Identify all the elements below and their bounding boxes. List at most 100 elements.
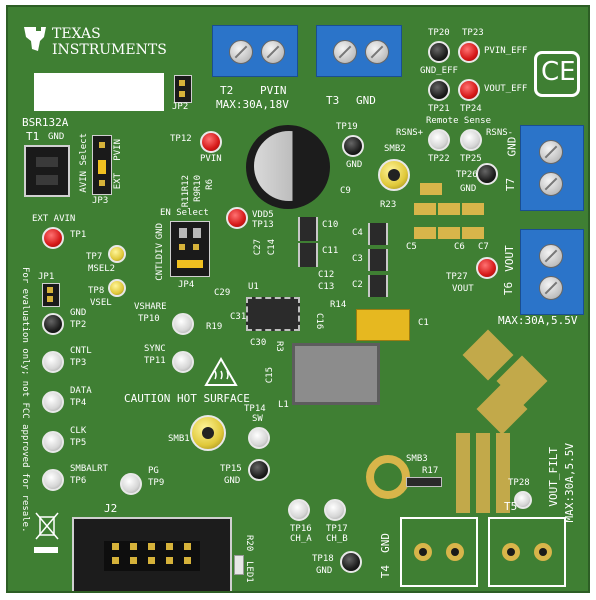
jp3-ext-label: EXT: [113, 173, 123, 190]
tp12-testpoint[interactable]: [200, 131, 222, 153]
tp27-testpoint[interactable]: [476, 257, 498, 279]
tp20-label: TP20: [428, 28, 450, 38]
jp3-pvin-label: PVIN: [113, 139, 123, 161]
tp5-testpoint[interactable]: [42, 431, 64, 453]
t7-gnd-terminal[interactable]: [520, 125, 584, 211]
tp26-testpoint[interactable]: [476, 163, 498, 185]
r19-label: R19: [206, 322, 223, 332]
t1-connector[interactable]: [24, 145, 70, 197]
tp24-testpoint[interactable]: [458, 79, 480, 101]
tp21-label: TP21: [428, 104, 450, 114]
t5-label: T5: [504, 500, 518, 513]
vout-filt-label: VOUT_FILT: [547, 447, 560, 507]
tp14-label: TP14: [244, 404, 266, 414]
tp14-testpoint[interactable]: [248, 427, 270, 449]
tp25-label: TP25: [460, 154, 482, 164]
tp26-label: TP26: [456, 170, 478, 180]
c11-label: C11: [322, 246, 339, 256]
jp3-header[interactable]: [92, 135, 112, 195]
tp15-label: TP15: [220, 464, 242, 474]
tp8-testpoint[interactable]: [108, 279, 126, 297]
cap-pad-3: [438, 227, 460, 239]
tp18-testpoint[interactable]: [340, 551, 362, 573]
tp7-name: MSEL2: [88, 264, 116, 274]
tp4-testpoint[interactable]: [42, 391, 64, 413]
ti-logo-icon: [22, 23, 48, 53]
c30-label: C30: [250, 338, 267, 348]
j2-pin: [148, 543, 155, 550]
tp19-testpoint[interactable]: [342, 135, 364, 157]
tp5-label: TP5: [70, 438, 87, 448]
tp16-testpoint[interactable]: [288, 499, 310, 521]
c5-label: C5: [406, 242, 417, 252]
c4-label: C4: [352, 228, 363, 238]
c11-capacitor: [298, 243, 318, 267]
t6-vout-label: VOUT: [502, 245, 516, 272]
j2-pin: [184, 557, 191, 564]
tp6-testpoint[interactable]: [42, 469, 64, 491]
r3-label: R3: [274, 341, 284, 352]
tp3-name: CNTL: [70, 346, 92, 356]
tp1-testpoint[interactable]: [42, 227, 64, 249]
part-number: BSR132A: [22, 116, 69, 129]
tp20-testpoint[interactable]: [428, 41, 450, 63]
j2-connector[interactable]: [72, 517, 232, 591]
t2-pvin-label: PVIN: [260, 84, 287, 97]
cap-pad-4: [462, 227, 484, 239]
tp1-name: EXT AVIN: [32, 214, 76, 224]
r17-resistor: [406, 477, 442, 487]
pvin-max-rating: MAX:30A,18V: [216, 98, 289, 111]
ce-mark: [534, 51, 580, 97]
j2-pin: [148, 557, 155, 564]
tp2-testpoint[interactable]: [42, 313, 64, 335]
c1-label: C1: [418, 318, 429, 328]
t3-gnd-label: GND: [356, 94, 376, 107]
c15-label: C15: [265, 367, 275, 384]
r12-label: R12: [181, 175, 191, 192]
tp15-testpoint[interactable]: [248, 459, 270, 481]
tp6-name: SMBALRT: [70, 464, 108, 474]
tp21-testpoint[interactable]: [428, 79, 450, 101]
t2-pvin-terminal[interactable]: [212, 25, 298, 77]
tp10-name: VSHARE: [134, 302, 167, 312]
tp18-name: GND: [316, 566, 333, 576]
t6-vout-terminal[interactable]: [520, 229, 584, 315]
r6-label: R6: [205, 179, 215, 190]
t3-gnd-terminal[interactable]: [316, 25, 402, 77]
tp13-testpoint[interactable]: [226, 207, 248, 229]
c31-label: C31: [230, 312, 247, 322]
j2-pin: [112, 557, 119, 564]
smb1-label: SMB1: [168, 434, 190, 444]
tp22-testpoint[interactable]: [428, 129, 450, 151]
j2-pins: [72, 517, 232, 591]
tp5-name: CLK: [70, 426, 87, 436]
tp7-testpoint[interactable]: [108, 245, 126, 263]
tp3-testpoint[interactable]: [42, 351, 64, 373]
tp10-testpoint[interactable]: [172, 313, 194, 335]
jp4-en-select: EN Select: [160, 208, 209, 218]
c3-label: C3: [352, 254, 363, 264]
jp1-header[interactable]: [42, 283, 60, 307]
tp28-testpoint[interactable]: [514, 491, 532, 509]
tp12-name: PVIN: [200, 154, 222, 164]
smb1-connector[interactable]: [190, 415, 226, 451]
tp4-name: DATA: [70, 386, 92, 396]
t5-terminal[interactable]: [488, 517, 566, 587]
jp4-header[interactable]: [170, 221, 210, 277]
c10-capacitor: [298, 217, 318, 241]
hot-surface-warning-icon: [204, 356, 238, 387]
tp25-testpoint[interactable]: [460, 129, 482, 151]
t4-terminal[interactable]: [400, 517, 478, 587]
c12-label: C12: [318, 270, 335, 280]
led1-label: LED1: [244, 561, 254, 583]
jp4-div-label: DIV: [155, 243, 165, 260]
tp9-testpoint[interactable]: [120, 473, 142, 495]
tp22-label: TP22: [428, 154, 450, 164]
jp3-label: JP3: [92, 196, 109, 206]
tp17-testpoint[interactable]: [324, 499, 346, 521]
r9-label: R9: [193, 191, 203, 202]
pcb-board: TEXAS INSTRUMENTS BSR132A CE T1 GND AVIN…: [6, 5, 590, 593]
tp11-testpoint[interactable]: [172, 351, 194, 373]
jp2-header[interactable]: [174, 75, 192, 103]
tp23-testpoint[interactable]: [458, 41, 480, 63]
